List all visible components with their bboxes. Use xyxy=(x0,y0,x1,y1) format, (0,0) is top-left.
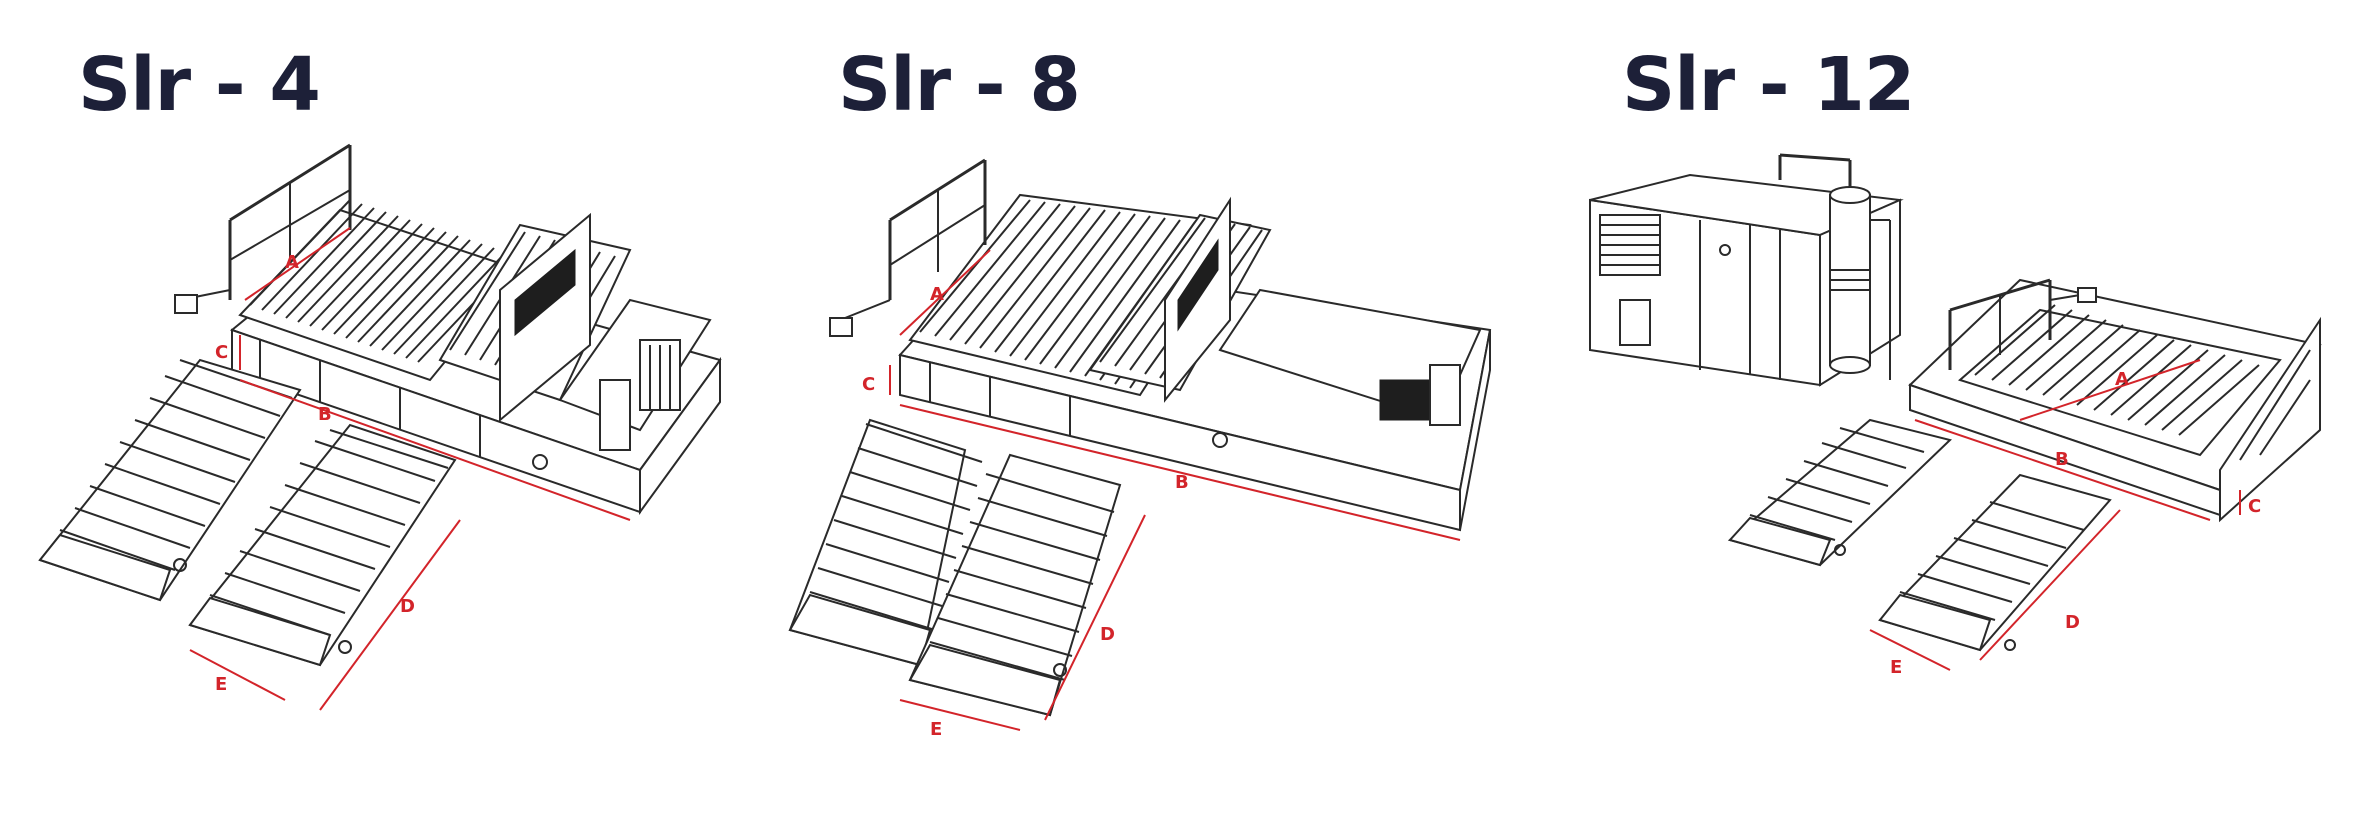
model-slr-8: Slr - 8 xyxy=(788,0,1580,824)
dim-label-b: B xyxy=(318,404,332,425)
open-tray xyxy=(1218,288,1482,426)
dimensions: A B C D E xyxy=(1869,359,2261,678)
dim-label-c: C xyxy=(862,374,875,395)
dim-label-a: A xyxy=(285,252,299,273)
slr-8-drawing: A C B D E xyxy=(788,158,1492,740)
dim-label-d: D xyxy=(400,596,415,617)
ramp-left xyxy=(38,358,302,602)
model-title: Slr - 8 xyxy=(838,42,1081,128)
ramp-left xyxy=(788,418,983,667)
deck-slats xyxy=(238,199,522,382)
dim-label-d: D xyxy=(2065,612,2080,633)
dim-label-a: A xyxy=(930,284,944,305)
model-title: Slr - 4 xyxy=(78,42,321,128)
front-panel xyxy=(2219,316,2321,523)
dimensions: A C B D E xyxy=(189,227,631,711)
dim-label-e: E xyxy=(930,719,942,740)
dim-label-c: C xyxy=(2248,496,2261,517)
slr-4-drawing: A C B D E xyxy=(38,143,722,711)
dim-label-b: B xyxy=(1175,472,1189,493)
model-slr-12: Slr - 12 xyxy=(1580,0,2370,824)
deck-slats xyxy=(1957,304,2282,457)
dimensions: A C B D E xyxy=(862,249,1461,740)
handrail xyxy=(1948,278,2097,370)
dim-label-b: B xyxy=(2055,449,2069,470)
model-title: Slr - 12 xyxy=(1622,42,1915,128)
ramp-right xyxy=(188,423,457,667)
dim-label-c: C xyxy=(215,342,228,363)
ramp-left xyxy=(1727,418,1952,567)
filter-tank xyxy=(1778,153,1891,380)
ramp-right xyxy=(908,453,1122,717)
ramp-right xyxy=(1878,473,2112,652)
slr-12-drawing: A B C D E xyxy=(1589,153,2322,678)
handrail xyxy=(174,143,352,314)
sign-panel xyxy=(1164,196,1231,403)
sign-panel xyxy=(499,212,591,423)
dim-label-e: E xyxy=(1890,657,1902,678)
pump-compartment xyxy=(558,298,712,451)
handrail xyxy=(829,158,987,337)
dim-label-d: D xyxy=(1100,624,1115,645)
dim-label-e: E xyxy=(215,674,227,695)
model-slr-4: Slr - 4 xyxy=(0,0,790,824)
dim-label-a: A xyxy=(2115,369,2129,390)
